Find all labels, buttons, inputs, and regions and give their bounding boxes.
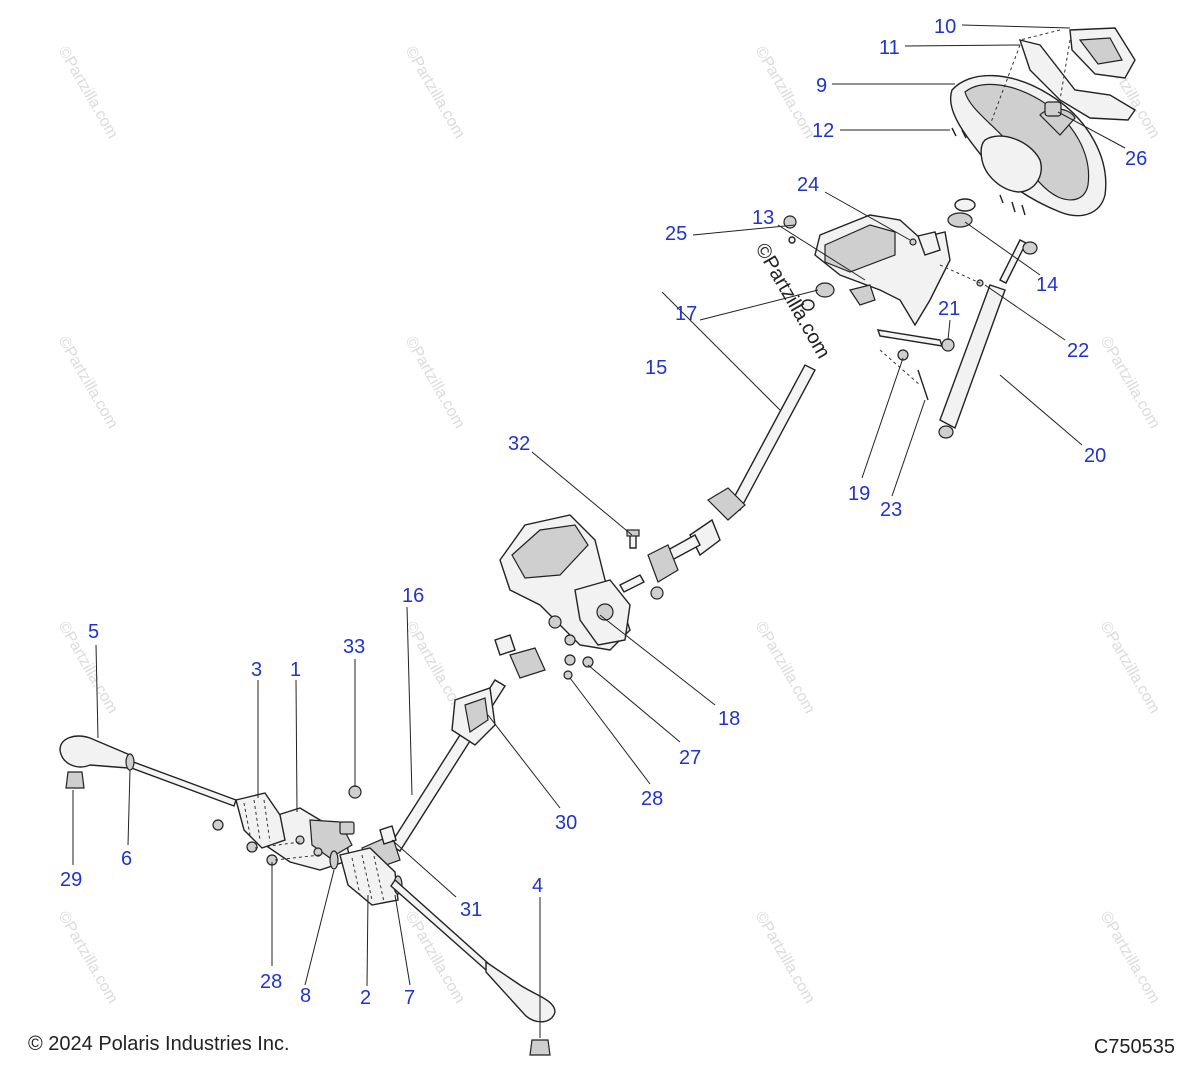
psu-bolts-27 (564, 654, 594, 668)
callout-14: 14 (1036, 274, 1058, 296)
callout-12: 12 (812, 120, 834, 142)
upper-steering-shaft (647, 364, 816, 583)
callout-32: 32 (508, 433, 530, 455)
tilt-pin (876, 329, 955, 352)
callout-29: 29 (60, 869, 82, 891)
callout-30: 30 (555, 812, 577, 834)
bracket-screw (909, 238, 917, 246)
copyright-notice: © 2024 Polaris Industries Inc. (28, 1033, 290, 1055)
shaft-bolt-32 (626, 529, 640, 549)
callout-labels: 10 11 9 12 26 24 13 25 14 17 21 22 15 20… (60, 16, 1147, 1009)
watermark: ©Partzilla.com (1097, 334, 1163, 432)
callout-13: 13 (752, 207, 774, 229)
tilt-gas-strut (938, 239, 1038, 439)
steering-wheel (949, 74, 1107, 217)
callout-23: 23 (880, 499, 902, 521)
callout-33: 33 (343, 636, 365, 658)
callout-18: 18 (718, 708, 740, 730)
callout-9: 9 (816, 75, 827, 97)
left-rack-boot (235, 792, 286, 849)
watermark: ©Partzilla.com (402, 334, 468, 432)
steering-rack (261, 807, 355, 871)
callout-28: 28 (260, 971, 282, 993)
watermark-grid: ©Partzilla.com ©Partzilla.com ©Partzilla… (55, 44, 1163, 1007)
callout-20: 20 (1084, 445, 1106, 467)
callout-2: 2 (360, 987, 371, 1009)
watermark: ©Partzilla.com (55, 334, 121, 432)
column-seal (947, 198, 976, 228)
shaft-nut-upper (650, 586, 664, 600)
power-steering-unit (499, 514, 631, 651)
firewall-boot (451, 687, 496, 746)
callout-4: 4 (532, 875, 543, 897)
callout-31: 31 (460, 899, 482, 921)
callout-6: 6 (121, 848, 132, 870)
column-bushing (801, 282, 835, 311)
wheel-screws (951, 127, 1026, 216)
callout-1: 1 (290, 659, 301, 681)
callout-22: 22 (1067, 340, 1089, 362)
callout-25: 25 (665, 223, 687, 245)
lower-shaft-nut-33 (348, 785, 362, 799)
callout-10: 10 (934, 16, 956, 38)
callout-5: 5 (88, 621, 99, 643)
callout-3: 3 (251, 659, 262, 681)
callout-28: 28 (641, 788, 663, 810)
callout-24: 24 (797, 174, 819, 196)
steering-wheel-upper-cover (1069, 27, 1136, 79)
psu-input-shaft (619, 574, 645, 593)
callout-19: 19 (848, 483, 870, 505)
right-tie-rod-nut (529, 1039, 551, 1056)
callout-8: 8 (300, 985, 311, 1007)
callout-26: 26 (1125, 148, 1147, 170)
steering-wheel-nut (1044, 101, 1062, 117)
drawing-number: C750535 (1093, 1036, 1175, 1058)
callout-11: 11 (879, 37, 900, 59)
right-rack-boot (339, 847, 399, 906)
tilt-bolt (897, 349, 929, 401)
right-tie-rod (390, 878, 556, 1023)
leader-lines (72, 24, 1126, 1038)
callout-17: 17 (675, 303, 697, 325)
boot-clamp-left (329, 850, 339, 870)
watermark: ©Partzilla.com (752, 44, 818, 142)
left-tie-rod (59, 735, 237, 807)
watermark: ©Partzilla.com (55, 44, 121, 142)
watermark: ©Partzilla.com (1097, 619, 1163, 717)
steering-wheel-bezel (1018, 39, 1137, 121)
watermark: ©Partzilla.com (1097, 909, 1163, 1007)
watermark: ©Partzilla.com (752, 619, 818, 717)
left-tie-rod-nut (65, 771, 85, 789)
steering-column-bracket (814, 214, 951, 327)
watermark: ©Partzilla.com (752, 909, 818, 1007)
callout-21: 21 (938, 298, 960, 320)
psu-nut-28 (563, 670, 573, 680)
lower-shaft-bolt-31 (379, 825, 397, 845)
callout-15: 15 (645, 357, 667, 379)
watermark: ©Partzilla.com (402, 44, 468, 142)
callout-27: 27 (679, 747, 701, 769)
callout-16: 16 (402, 585, 424, 607)
callout-7: 7 (404, 987, 415, 1009)
watermark: ©Partzilla.com (55, 909, 121, 1007)
